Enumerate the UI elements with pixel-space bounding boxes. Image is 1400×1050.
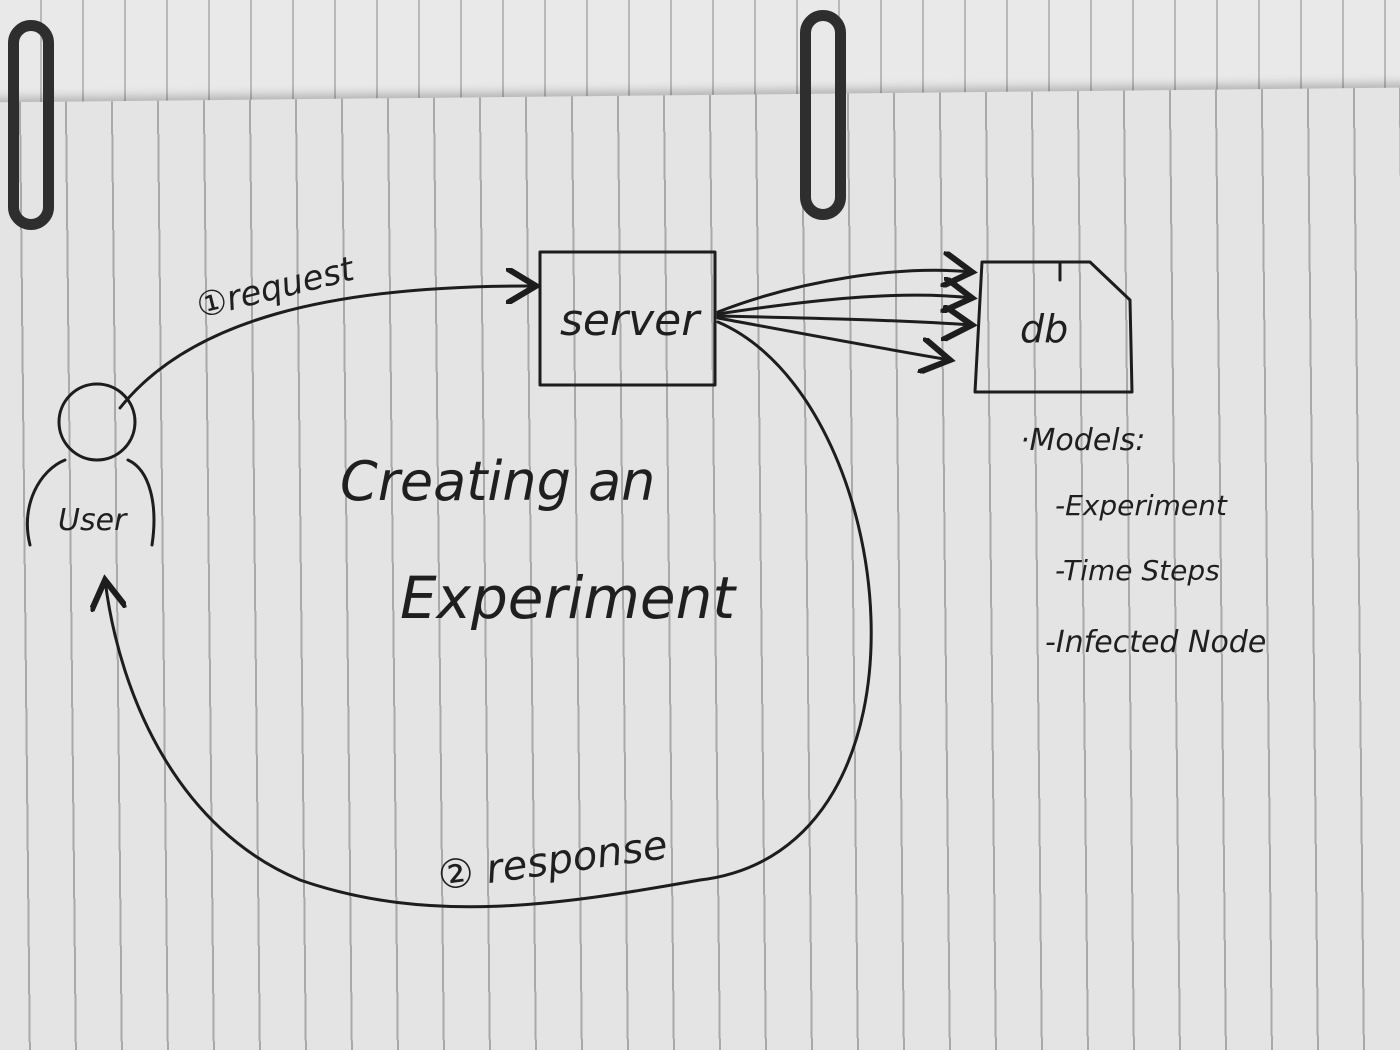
db-shape xyxy=(973,260,1134,394)
models-item-experiment: -Experiment xyxy=(1055,489,1228,522)
models-item-infected-node: -Infected Node xyxy=(1045,625,1266,660)
response-label: ② response xyxy=(435,822,670,900)
db-arrow-1 xyxy=(716,270,972,314)
diagram-title-line2: Experiment xyxy=(400,564,737,632)
db-arrow-4 xyxy=(716,316,950,360)
binder-ring-left xyxy=(8,20,54,230)
user-head xyxy=(57,382,137,462)
response-arrow xyxy=(105,320,873,909)
db-arrow-2 xyxy=(716,295,972,316)
db-arrow-3 xyxy=(716,316,972,325)
diagram-title-line1: Creating an xyxy=(340,450,655,513)
binder-ring-right xyxy=(800,10,846,220)
user-body xyxy=(25,458,156,547)
request-arrow xyxy=(118,286,536,410)
models-item-time-steps: -Time Steps xyxy=(1055,554,1220,587)
server-box xyxy=(538,250,717,387)
models-heading: ·Models: xyxy=(1020,423,1145,458)
user-label: User xyxy=(58,503,128,538)
server-label: server xyxy=(560,295,702,346)
db-label: db xyxy=(1020,307,1068,351)
